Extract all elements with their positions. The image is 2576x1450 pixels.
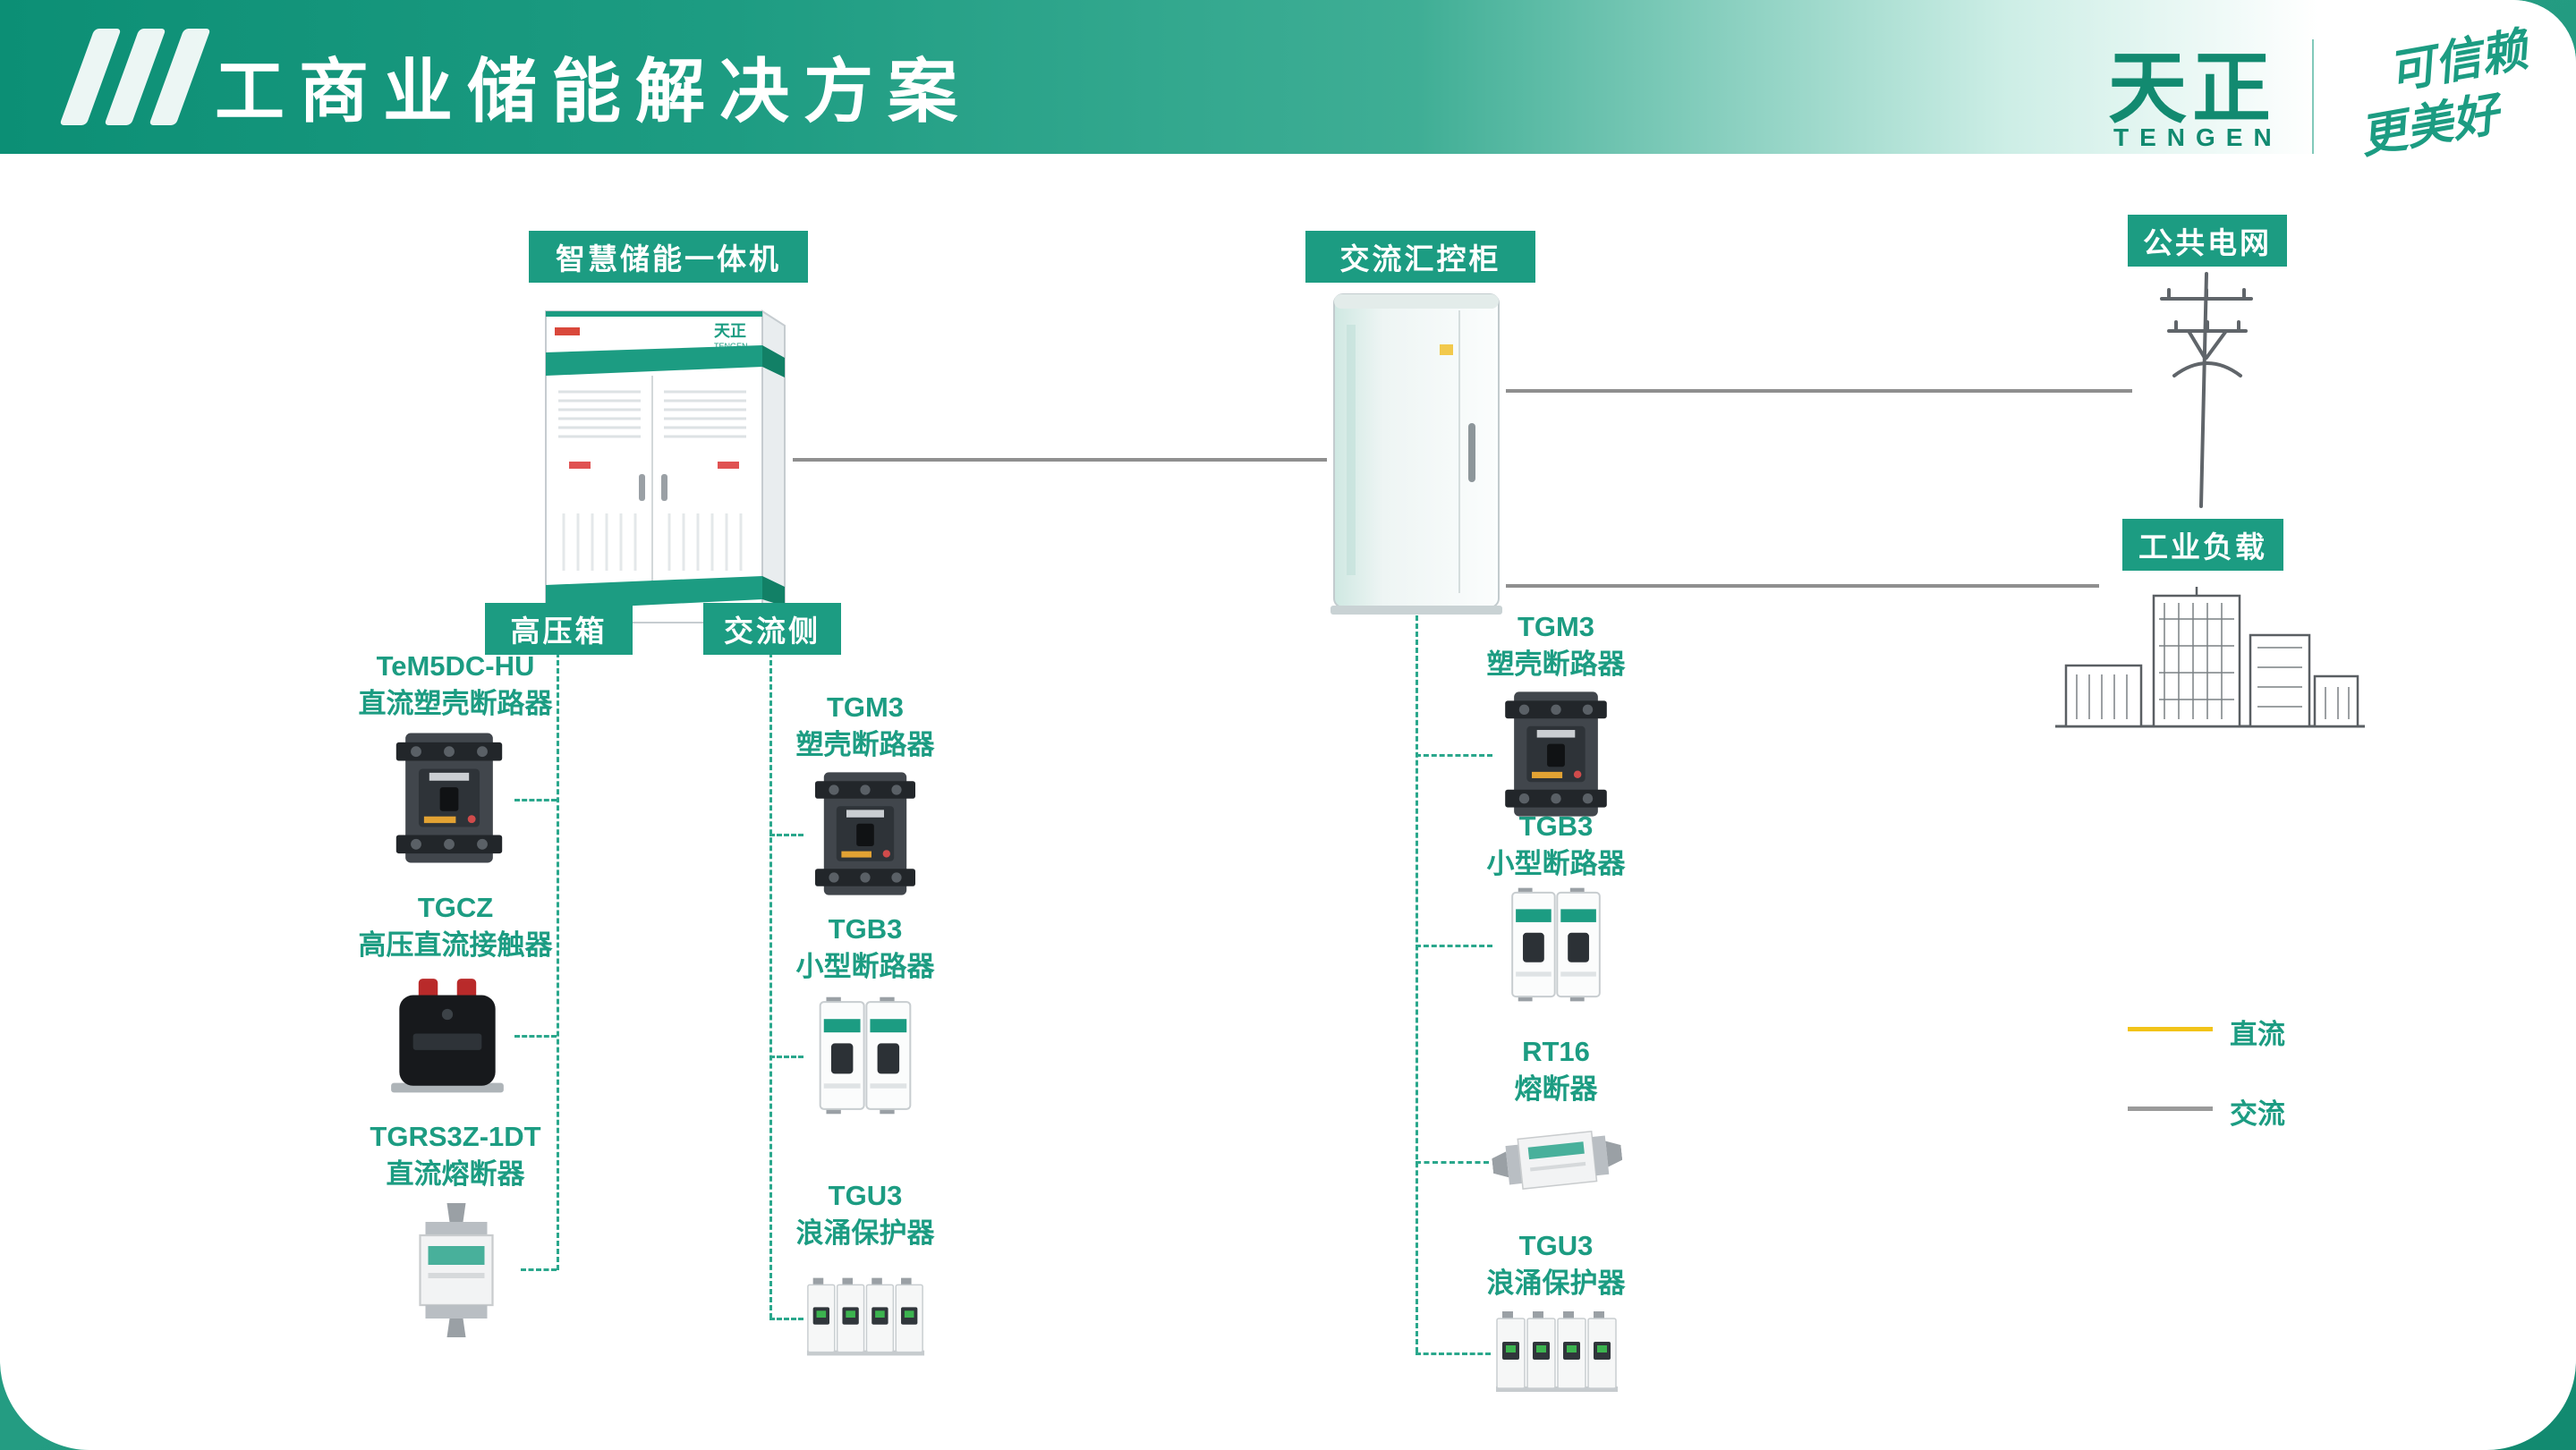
- ac-cabinet-stub-2: [1416, 945, 1492, 947]
- ac-cabinet-stub-1: [1416, 754, 1492, 757]
- mccb-image: [389, 732, 509, 864]
- product-name: 直流塑壳断路器: [358, 687, 553, 719]
- ac-line-cabinet-to-load: [1506, 584, 2099, 588]
- product-name: 塑壳断路器: [1486, 648, 1626, 680]
- legend-dc-line: [2128, 1027, 2213, 1031]
- label-storage-unit: 智慧储能一体机: [529, 231, 808, 283]
- page-title: 工商业储能解决方案: [215, 52, 973, 131]
- product-model: TeM5DC-HU: [376, 650, 535, 682]
- product-name: 小型断路器: [1486, 847, 1626, 879]
- mccb-image: [1496, 691, 1616, 818]
- label-ac-cabinet: 交流汇控柜: [1305, 231, 1535, 283]
- product-model: TGM3: [1517, 611, 1595, 642]
- hv-stub-1: [514, 799, 557, 801]
- product-model: TGM3: [826, 691, 905, 723]
- brand-logo-cn: 天正: [2108, 44, 2277, 132]
- cabinet-brand-text: 天正: [714, 322, 746, 340]
- label-ac-side: 交流侧: [703, 603, 841, 655]
- product-label: TGM3 塑壳断路器: [1444, 608, 1668, 683]
- ac-line-storage-to-cabinet: [793, 458, 1327, 462]
- product-label: TGCZ 高压直流接触器: [344, 889, 567, 964]
- product-name: 浪涌保护器: [1486, 1267, 1626, 1299]
- product-model: TGB3: [1518, 810, 1594, 842]
- ac-cabinet-image: [1331, 293, 1502, 615]
- label-hv-box: 高压箱: [485, 603, 633, 655]
- product-name: 直流熔断器: [386, 1157, 525, 1190]
- product-model: TGCZ: [417, 892, 494, 923]
- legend-ac-label: 交流: [2230, 1098, 2285, 1130]
- utility-pole-image: [2160, 272, 2253, 508]
- storage-cabinet-image: 天正 TENGEN: [545, 310, 786, 630]
- header-band: [0, 0, 2576, 154]
- legend-dc-label: 直流: [2230, 1019, 2285, 1050]
- product-name: 浪涌保护器: [795, 1217, 935, 1249]
- hv-branch-line: [557, 652, 559, 1270]
- hv-stub-2: [514, 1035, 557, 1038]
- ac-cabinet-stub-3: [1416, 1161, 1489, 1164]
- ac-fuse-image: [1489, 1114, 1627, 1209]
- product-label: RT16 熔断器: [1444, 1033, 1668, 1108]
- product-model: RT16: [1522, 1036, 1590, 1067]
- product-model: TGU3: [1518, 1230, 1594, 1261]
- ac-side-stub-1: [769, 834, 803, 836]
- mcb-image: [1507, 886, 1605, 1004]
- product-label: TGB3 小型断路器: [753, 911, 977, 986]
- legend-ac-line: [2128, 1107, 2213, 1111]
- product-label: TGM3 塑壳断路器: [753, 689, 977, 764]
- product-label: TGB3 小型断路器: [1444, 808, 1668, 883]
- ac-side-stub-3: [769, 1318, 803, 1320]
- product-label: TGRS3Z-1DT 直流熔断器: [335, 1118, 576, 1193]
- ac-line-cabinet-to-grid: [1506, 389, 2132, 393]
- product-model: TGRS3Z-1DT: [370, 1121, 541, 1152]
- brand-logo-en: TENGEN: [2113, 123, 2283, 151]
- spd-image: [1494, 1308, 1620, 1397]
- ac-cabinet-stub-4: [1416, 1352, 1491, 1355]
- ac-side-stub-2: [769, 1056, 803, 1058]
- hv-stub-3: [521, 1268, 557, 1271]
- ac-cabinet-branch-line: [1416, 615, 1418, 1352]
- industrial-load-image: [2055, 587, 2365, 728]
- product-label: TeM5DC-HU 直流塑壳断路器: [344, 648, 567, 723]
- product-model: TGU3: [828, 1180, 903, 1211]
- spd-image: [805, 1263, 926, 1372]
- mcb-image: [816, 995, 914, 1116]
- triple-slash-icon: [59, 29, 211, 125]
- product-label: TGU3 浪涌保护器: [1444, 1227, 1668, 1302]
- mccb-image: [805, 771, 925, 896]
- product-name: 小型断路器: [795, 950, 935, 982]
- product-name: 熔断器: [1514, 1073, 1598, 1105]
- ac-side-branch-line: [769, 652, 772, 1319]
- contactor-image: [386, 973, 509, 1097]
- product-model: TGB3: [828, 913, 903, 945]
- label-industrial-load: 工业负载: [2122, 519, 2283, 571]
- product-name: 高压直流接触器: [358, 929, 553, 961]
- cabinet-brand-subtext: TENGEN: [714, 342, 748, 351]
- product-label: TGU3 浪涌保护器: [753, 1177, 977, 1252]
- logo-divider: [2312, 39, 2314, 154]
- product-name: 塑壳断路器: [795, 728, 935, 760]
- label-public-grid: 公共电网: [2128, 215, 2287, 267]
- dc-fuse-image: [395, 1203, 518, 1337]
